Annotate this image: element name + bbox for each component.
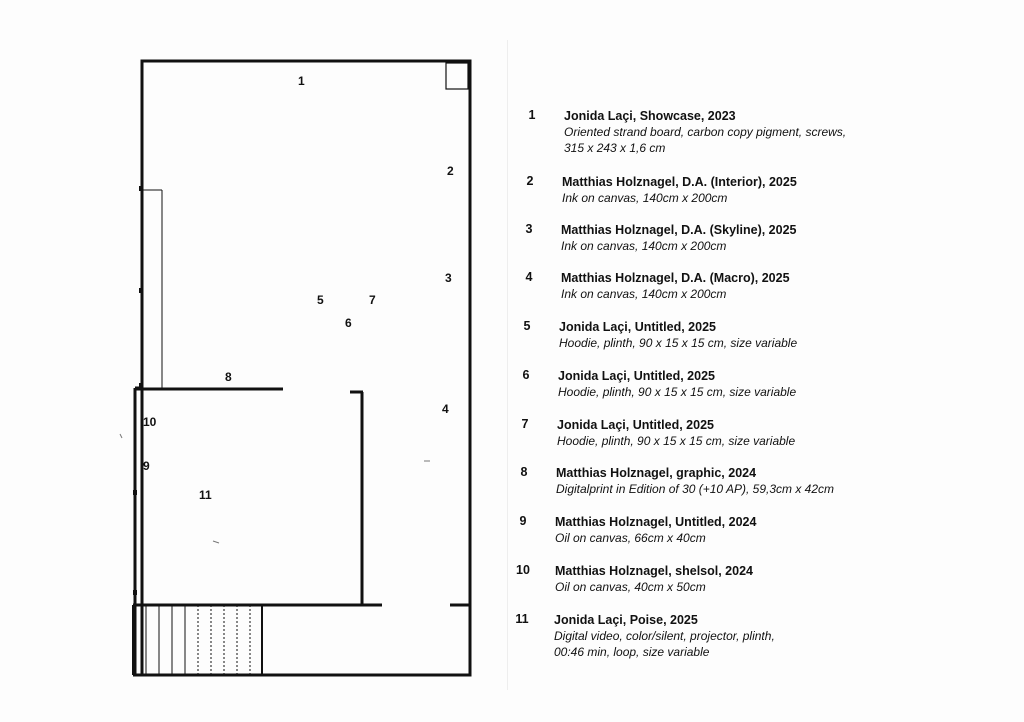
work-number: 4 bbox=[525, 270, 533, 284]
floor-plan-drawing bbox=[119, 59, 472, 677]
work-medium: Ink on canvas, 140cm x 200cm bbox=[561, 239, 727, 253]
scan-mark bbox=[212, 540, 220, 544]
work-title: Matthias Holznagel, D.A. (Interior), 202… bbox=[562, 175, 797, 189]
work-title: Matthias Holznagel, D.A. (Macro), 2025 bbox=[561, 271, 790, 285]
work-medium: Ink on canvas, 140cm x 200cm bbox=[562, 191, 728, 205]
work-number: 8 bbox=[520, 465, 528, 479]
work-dimensions: 315 x 243 x 1,6 cm bbox=[564, 141, 666, 155]
work-title: Jonida Laçi, Showcase, 2023 bbox=[564, 109, 736, 123]
work-title: Matthias Holznagel, graphic, 2024 bbox=[556, 466, 757, 480]
wall-tick bbox=[139, 383, 143, 388]
work-medium: Hoodie, plinth, 90 x 15 x 15 cm, size va… bbox=[559, 336, 798, 350]
wall-tick bbox=[139, 186, 143, 191]
work-title: Jonida Laçi, Untitled, 2025 bbox=[559, 320, 716, 334]
plan-marker-4: 4 bbox=[442, 402, 449, 416]
work-medium: Digital video, color/silent, projector, … bbox=[554, 629, 775, 643]
work-number: 5 bbox=[523, 319, 531, 333]
plan-marker-5: 5 bbox=[317, 293, 324, 307]
plan-marker-3: 3 bbox=[445, 271, 452, 285]
wall-tick bbox=[139, 288, 143, 293]
plan-marker-1: 1 bbox=[298, 74, 305, 88]
work-medium: Oriented strand board, carbon copy pigme… bbox=[564, 125, 847, 139]
plan-marker-8: 8 bbox=[225, 370, 232, 384]
staircase-steps bbox=[145, 605, 251, 675]
work-number: 10 bbox=[516, 563, 530, 577]
page-divider bbox=[507, 40, 508, 690]
work-title: Matthias Holznagel, shelsol, 2024 bbox=[555, 564, 753, 578]
plan-marker-9: 9 bbox=[143, 459, 150, 473]
work-number: 1 bbox=[528, 108, 536, 122]
work-number: 11 bbox=[515, 612, 529, 626]
work-number: 7 bbox=[521, 417, 529, 431]
plan-marker-10: 10 bbox=[143, 415, 157, 429]
work-medium: Digitalprint in Edition of 30 (+10 AP), … bbox=[556, 482, 835, 496]
plan-marker-7: 7 bbox=[369, 293, 376, 307]
plan-marker-2: 2 bbox=[447, 164, 454, 178]
plan-marker-6: 6 bbox=[345, 316, 352, 330]
work-medium: Oil on canvas, 66cm x 40cm bbox=[555, 531, 706, 545]
work-title: Jonida Laçi, Poise, 2025 bbox=[554, 613, 698, 627]
outer-wall bbox=[140, 59, 472, 677]
work-title: Matthias Holznagel, D.A. (Skyline), 2025 bbox=[561, 223, 797, 237]
work-medium: Ink on canvas, 140cm x 200cm bbox=[561, 287, 727, 301]
work-medium: Oil on canvas, 40cm x 50cm bbox=[555, 580, 706, 594]
work-medium: Hoodie, plinth, 90 x 15 x 15 cm, size va… bbox=[557, 434, 796, 448]
work-duration: 00:46 min, loop, size variable bbox=[554, 645, 710, 659]
work-number: 2 bbox=[526, 174, 534, 188]
work-title: Jonida Laçi, Untitled, 2025 bbox=[558, 369, 715, 383]
work-medium: Hoodie, plinth, 90 x 15 x 15 cm, size va… bbox=[558, 385, 797, 399]
work-number: 3 bbox=[525, 222, 533, 236]
work-title: Matthias Holznagel, Untitled, 2024 bbox=[555, 515, 757, 529]
work-title: Jonida Laçi, Untitled, 2025 bbox=[557, 418, 714, 432]
corner-pillar bbox=[445, 62, 469, 90]
work-number: 6 bbox=[522, 368, 530, 382]
work-number: 9 bbox=[519, 514, 527, 528]
floor-plan: 1 2 3 4 5 6 7 8 9 10 11 bbox=[119, 59, 472, 677]
plan-marker-11: 11 bbox=[199, 488, 212, 502]
scan-mark bbox=[119, 433, 123, 439]
